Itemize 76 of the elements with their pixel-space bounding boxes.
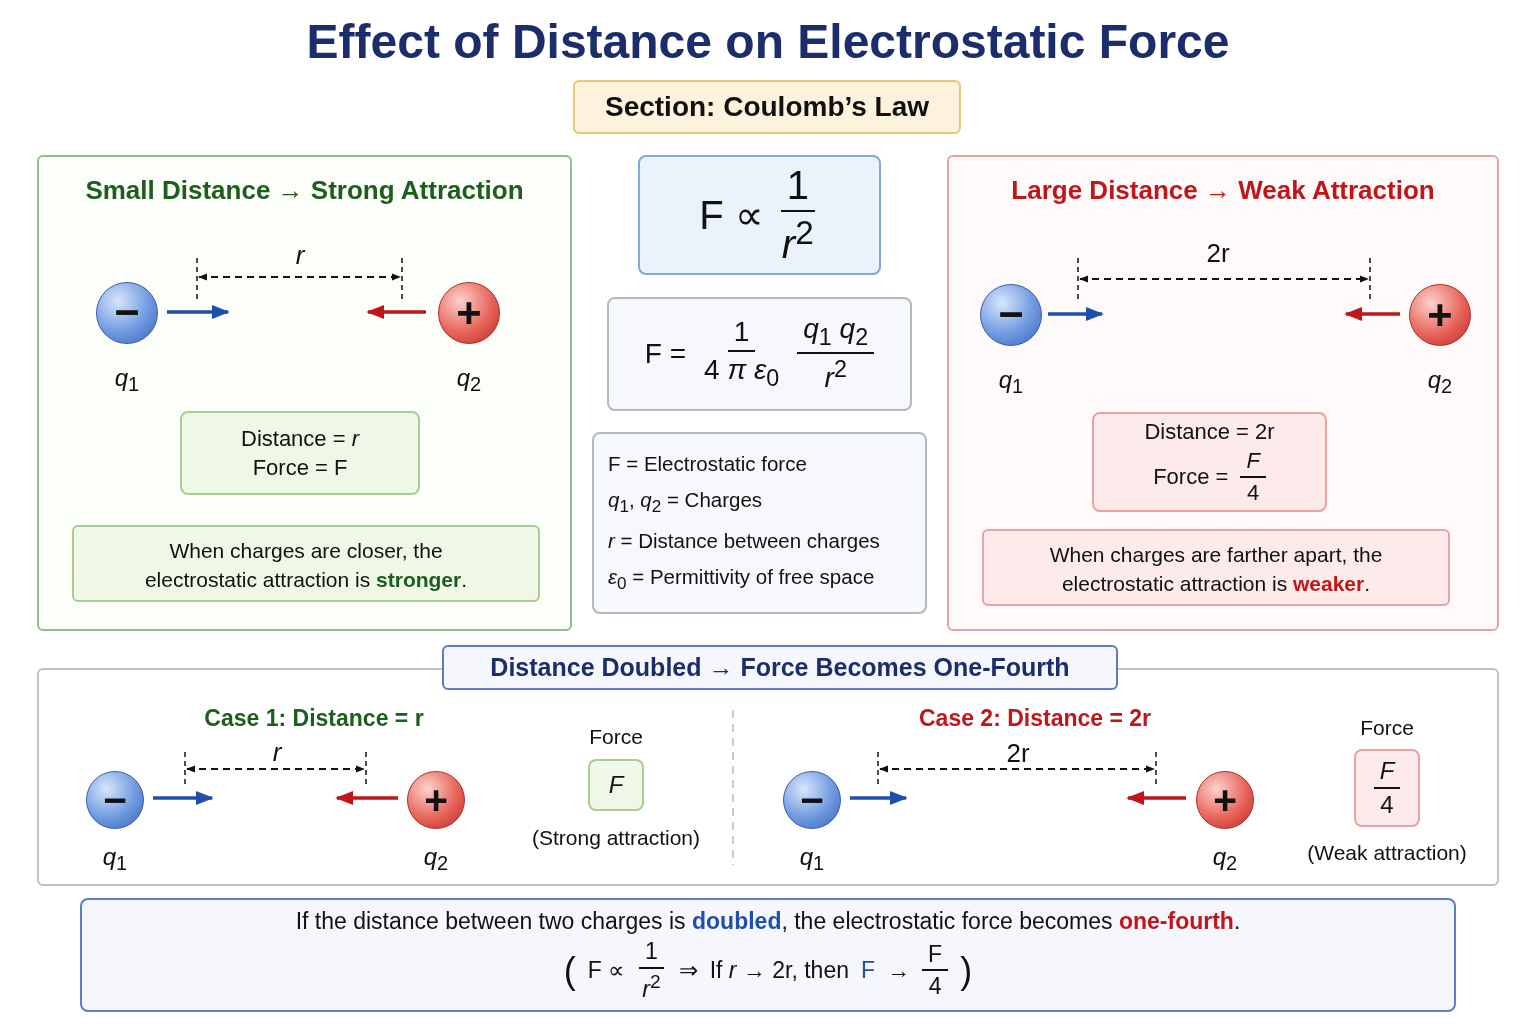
title: Effect of Distance on Electrostatic Force bbox=[305, 14, 1231, 69]
attraction-label: (Strong attraction) bbox=[531, 826, 701, 850]
fraction-denominator: r$^{2}$ bbox=[641, 969, 662, 1002]
fraction-numerator: 1 bbox=[780, 162, 815, 213]
charge-label: q$_{2}$ bbox=[423, 842, 449, 876]
charge-label: q$_{1}$ bbox=[114, 363, 140, 397]
formula-text: If r → 2r, then bbox=[709, 957, 849, 984]
formula-text: ( bbox=[563, 949, 576, 991]
definition-text: r = Distance between charges bbox=[608, 528, 881, 553]
definition-text: ε$_{0}$ = Permittivity of free space bbox=[608, 564, 876, 594]
fraction-denominator: 4 bbox=[1379, 790, 1395, 819]
formula-box bbox=[1354, 749, 1420, 827]
panel bbox=[947, 155, 1499, 631]
formula-text: F ∝ bbox=[699, 192, 764, 238]
formula-text: Distance = r bbox=[241, 425, 359, 451]
fraction-denominator: r$^{2}$ bbox=[780, 213, 815, 268]
formula-box bbox=[80, 898, 1456, 1012]
formula-text: ) bbox=[960, 949, 973, 991]
formula-box bbox=[607, 297, 912, 411]
case-heading: Case 2: Distance = 2r bbox=[919, 704, 1151, 732]
dimension-label: 2r bbox=[1206, 237, 1230, 269]
formula-text: → bbox=[887, 957, 911, 984]
fraction-denominator: 4 bbox=[927, 972, 943, 1000]
dimension-label: r bbox=[295, 239, 305, 271]
formula-text: Force = F bbox=[252, 455, 348, 481]
panel-heading: Small Distance → Strong Attraction bbox=[84, 175, 525, 206]
formula-box bbox=[180, 411, 420, 495]
section-badge: Section: Coulomb’s Law bbox=[572, 80, 962, 134]
charge-label: q$_{2}$ bbox=[1212, 842, 1238, 876]
attraction-label: (Weak attraction) bbox=[1307, 841, 1467, 865]
charge-label: q$_{2}$ bbox=[1427, 365, 1453, 399]
force-label: Force bbox=[1360, 716, 1414, 740]
dimension-label: 2r bbox=[1006, 737, 1030, 769]
definition-text: q$_{1}$, q$_{2}$ = Charges bbox=[608, 487, 764, 517]
definition-text: F = Electrostatic force bbox=[608, 451, 808, 476]
panel-heading: Large Distance → Weak Attraction bbox=[1010, 175, 1436, 206]
note-box: When charges are closer, the electrostatic attraction is stronger. bbox=[72, 525, 540, 602]
note-box: When charges are farther apart, the electrostatic attraction is weaker. bbox=[982, 529, 1450, 606]
formula-text: F ∝ bbox=[587, 957, 625, 984]
summary-sentence: If the distance between two charges is doubled, the electrostatic force becomes one-fourth. bbox=[295, 908, 1241, 935]
formula-text: F bbox=[608, 771, 624, 799]
negative-charge: − bbox=[783, 771, 841, 829]
fraction-numerator: 1 bbox=[727, 316, 756, 353]
fraction-denominator: r$^{2}$ bbox=[823, 355, 848, 395]
panel-heading: Distance Doubled → Force Becomes One-Fourth bbox=[442, 645, 1118, 690]
charge-label: q$_{1}$ bbox=[102, 842, 128, 876]
fraction-numerator: F bbox=[1373, 757, 1401, 789]
negative-charge: − bbox=[980, 284, 1042, 346]
formula-text: F = bbox=[644, 337, 687, 371]
negative-charge: − bbox=[86, 771, 144, 829]
force-label: Force bbox=[589, 725, 643, 749]
fraction-numerator: 1 bbox=[639, 938, 664, 969]
formula-box bbox=[638, 155, 881, 275]
charge-label: q$_{2}$ bbox=[456, 363, 482, 397]
positive-charge: + bbox=[1409, 284, 1471, 346]
charge-label: q$_{1}$ bbox=[799, 842, 825, 876]
formula-text: ⇒ bbox=[678, 957, 698, 984]
negative-charge: − bbox=[96, 282, 158, 344]
case-heading: Case 1: Distance = r bbox=[204, 704, 424, 732]
fraction-denominator: 4 π ε$_{0}$ bbox=[703, 353, 781, 392]
fraction-numerator: q$_{1}$ q$_{2}$ bbox=[797, 313, 875, 355]
formula-box bbox=[1092, 412, 1327, 512]
formula-text: Distance = 2r bbox=[1144, 419, 1275, 445]
dimension-label: r bbox=[272, 736, 282, 768]
positive-charge: + bbox=[1196, 771, 1254, 829]
fraction-numerator: F bbox=[1240, 448, 1266, 478]
positive-charge: + bbox=[407, 771, 465, 829]
fraction-numerator: F bbox=[922, 940, 949, 972]
fraction-denominator: 4 bbox=[1245, 478, 1261, 505]
positive-charge: + bbox=[438, 282, 500, 344]
panel bbox=[37, 155, 572, 631]
formula-text: Force = bbox=[1153, 464, 1229, 490]
formula-box bbox=[588, 759, 644, 811]
definitions-box bbox=[592, 432, 927, 614]
charge-label: q$_{1}$ bbox=[998, 365, 1024, 399]
formula-text: F bbox=[861, 957, 876, 984]
